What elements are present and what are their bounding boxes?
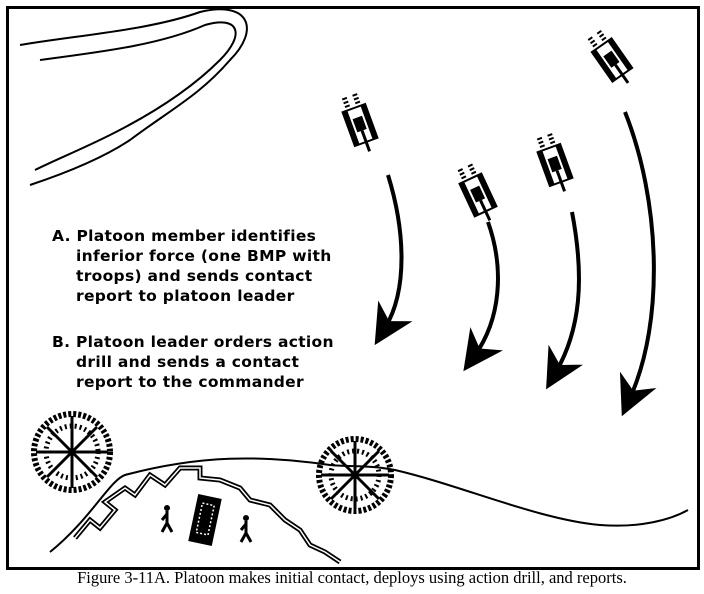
note-a-line: report to platoon leader [76, 287, 295, 305]
tree-icon [316, 436, 394, 514]
note-b-line: drill and sends a contact [76, 353, 300, 371]
hill-line [49, 457, 689, 553]
figure-caption: Figure 3-11A. Platoon makes initial cont… [77, 568, 627, 587]
note-a-line: troops) and sends contact [76, 267, 313, 285]
tank-icon [452, 161, 503, 227]
soldier-icon [239, 515, 253, 543]
bmp-icon [583, 27, 640, 92]
terrain-contour-inner [34, 21, 237, 171]
tank-icon [531, 131, 578, 197]
note-a-line: A. Platoon member identifies [52, 227, 317, 245]
movement-arrow [546, 211, 584, 390]
tank-icon [336, 91, 383, 157]
note-a-line: inferior force (one BMP with [76, 247, 332, 265]
terrain-contour [19, 8, 248, 186]
movement-arrow [374, 174, 413, 346]
movement-arrow [619, 111, 657, 417]
figure-frame [6, 6, 700, 570]
note-a: A. Platoon member identifies inferior fo… [52, 226, 332, 306]
note-b-line: B. Platoon leader orders action [52, 333, 334, 351]
tank-in-position-icon [188, 494, 222, 546]
note-b: B. Platoon leader orders action drill an… [52, 332, 334, 392]
tree-icon [31, 411, 113, 493]
soldier-icon [160, 505, 174, 533]
note-b-line: report to the commander [76, 373, 304, 391]
movement-arrow [463, 221, 503, 372]
